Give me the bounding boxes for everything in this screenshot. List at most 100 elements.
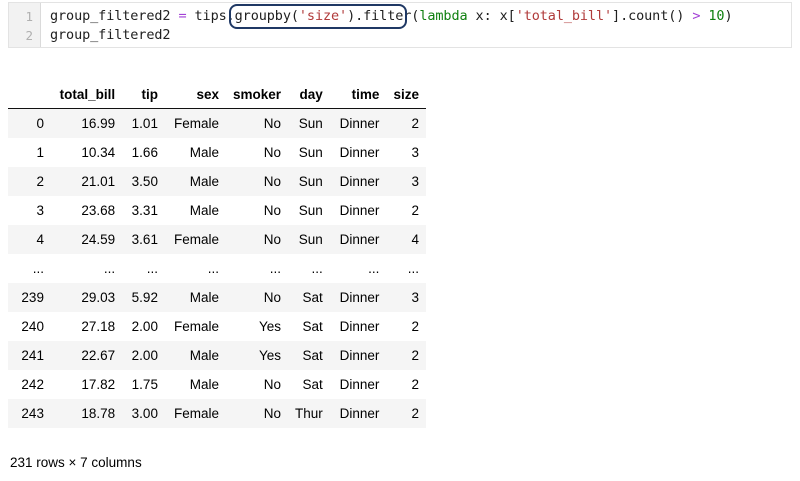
cell-total_bill: 17.82 (50, 370, 123, 399)
cell-smoker: No (225, 283, 289, 312)
cell-time: Dinner (329, 399, 387, 428)
header-total_bill: total_bill (50, 84, 123, 109)
row-index: 0 (8, 108, 51, 138)
code-token-0: group_filtered2 (50, 8, 179, 24)
row-index: 243 (8, 399, 51, 428)
cell-tip: 1.01 (122, 108, 165, 138)
table-row-ellipsis: ........................ (8, 254, 426, 283)
cell-day: Thur (288, 399, 330, 428)
cell-smoker: No (225, 167, 289, 196)
cell-size: 2 (386, 370, 426, 399)
line-number-2: 2 (25, 28, 33, 43)
code-token-3: . (226, 8, 235, 24)
cell-tip: 2.00 (122, 312, 165, 341)
cell-size: 2 (386, 341, 426, 370)
header-index (8, 84, 51, 109)
code-token-25: ) (724, 8, 733, 24)
cell-size: 3 (386, 167, 426, 196)
cell-total_bill: 24.59 (50, 225, 123, 254)
line-number-gutter: 1 2 (9, 3, 41, 47)
cell-day: ... (288, 254, 330, 283)
code-token-7: ) (347, 8, 356, 24)
code-token-17: ] (612, 8, 621, 24)
cell-day: Sun (288, 108, 330, 138)
cell-size: 2 (386, 196, 426, 225)
cell-time: Dinner (329, 196, 387, 225)
cell-time: Dinner (329, 108, 387, 138)
cell-sex: ... (164, 254, 226, 283)
cell-total_bill: 21.01 (50, 167, 123, 196)
cell-time: Dinner (329, 283, 387, 312)
code-cell[interactable]: 1 2 group_filtered2 = tips.groupby('size… (8, 2, 792, 48)
header-time: time (329, 84, 387, 109)
cell-sex: Female (164, 312, 226, 341)
dataframe-shape-footer: 231 rows × 7 columns (10, 455, 142, 470)
cell-smoker: No (225, 225, 289, 254)
row-index: ... (8, 254, 51, 283)
cell-tip: 3.50 (122, 167, 165, 196)
cell-smoker: No (225, 399, 289, 428)
cell-total_bill: ... (50, 254, 123, 283)
code-token-8: . (355, 8, 364, 24)
code-token-18: . (620, 8, 629, 24)
cell-tip: ... (122, 254, 165, 283)
row-index: 241 (8, 341, 51, 370)
code-token-22: > (692, 8, 701, 24)
code-token-19: count (628, 8, 669, 24)
code-token-14: x (491, 8, 508, 24)
code-token-6: 'size' (298, 8, 348, 24)
cell-sex: Female (164, 225, 226, 254)
cell-day: Sat (288, 283, 330, 312)
code-token-16: 'total_bill' (515, 8, 613, 24)
cell-tip: 3.00 (122, 399, 165, 428)
cell-tip: 3.61 (122, 225, 165, 254)
cell-smoker: No (225, 196, 289, 225)
row-index: 239 (8, 283, 51, 312)
header-smoker: smoker (225, 84, 289, 109)
cell-time: Dinner (329, 167, 387, 196)
cell-sex: Male (164, 341, 226, 370)
cell-sex: Male (164, 370, 226, 399)
header-size: size (386, 84, 426, 109)
cell-time: Dinner (329, 225, 387, 254)
cell-total_bill: 16.99 (50, 108, 123, 138)
cell-time: Dinner (329, 312, 387, 341)
cell-tip: 2.00 (122, 341, 165, 370)
cell-sex: Male (164, 167, 226, 196)
code-token-13: : (483, 8, 492, 24)
cell-day: Sun (288, 138, 330, 167)
cell-tip: 5.92 (122, 283, 165, 312)
code-token-20: () (668, 8, 685, 24)
code-editor-area[interactable]: group_filtered2 = tips.groupby('size').f… (41, 3, 791, 47)
cell-day: Sat (288, 312, 330, 341)
code-line-1[interactable]: group_filtered2 = tips.groupby('size').f… (50, 7, 791, 26)
code-token-4: groupby (234, 8, 291, 24)
code-token-10: ( (411, 8, 420, 24)
cell-size: ... (386, 254, 426, 283)
cell-day: Sun (288, 225, 330, 254)
code-token-1: = (178, 8, 187, 24)
cell-smoker: Yes (225, 341, 289, 370)
row-index: 242 (8, 370, 51, 399)
cell-day: Sun (288, 196, 330, 225)
cell-total_bill: 27.18 (50, 312, 123, 341)
cell-size: 4 (386, 225, 426, 254)
cell-tip: 1.66 (122, 138, 165, 167)
code-token-2: tips (186, 8, 227, 24)
cell-sex: Female (164, 399, 226, 428)
cell-smoker: Yes (225, 312, 289, 341)
header-tip: tip (122, 84, 165, 109)
cell-size: 2 (386, 108, 426, 138)
code-token-9: filter (363, 8, 412, 24)
cell-total_bill: 22.67 (50, 341, 123, 370)
code-line-2[interactable]: group_filtered2 (50, 27, 171, 43)
